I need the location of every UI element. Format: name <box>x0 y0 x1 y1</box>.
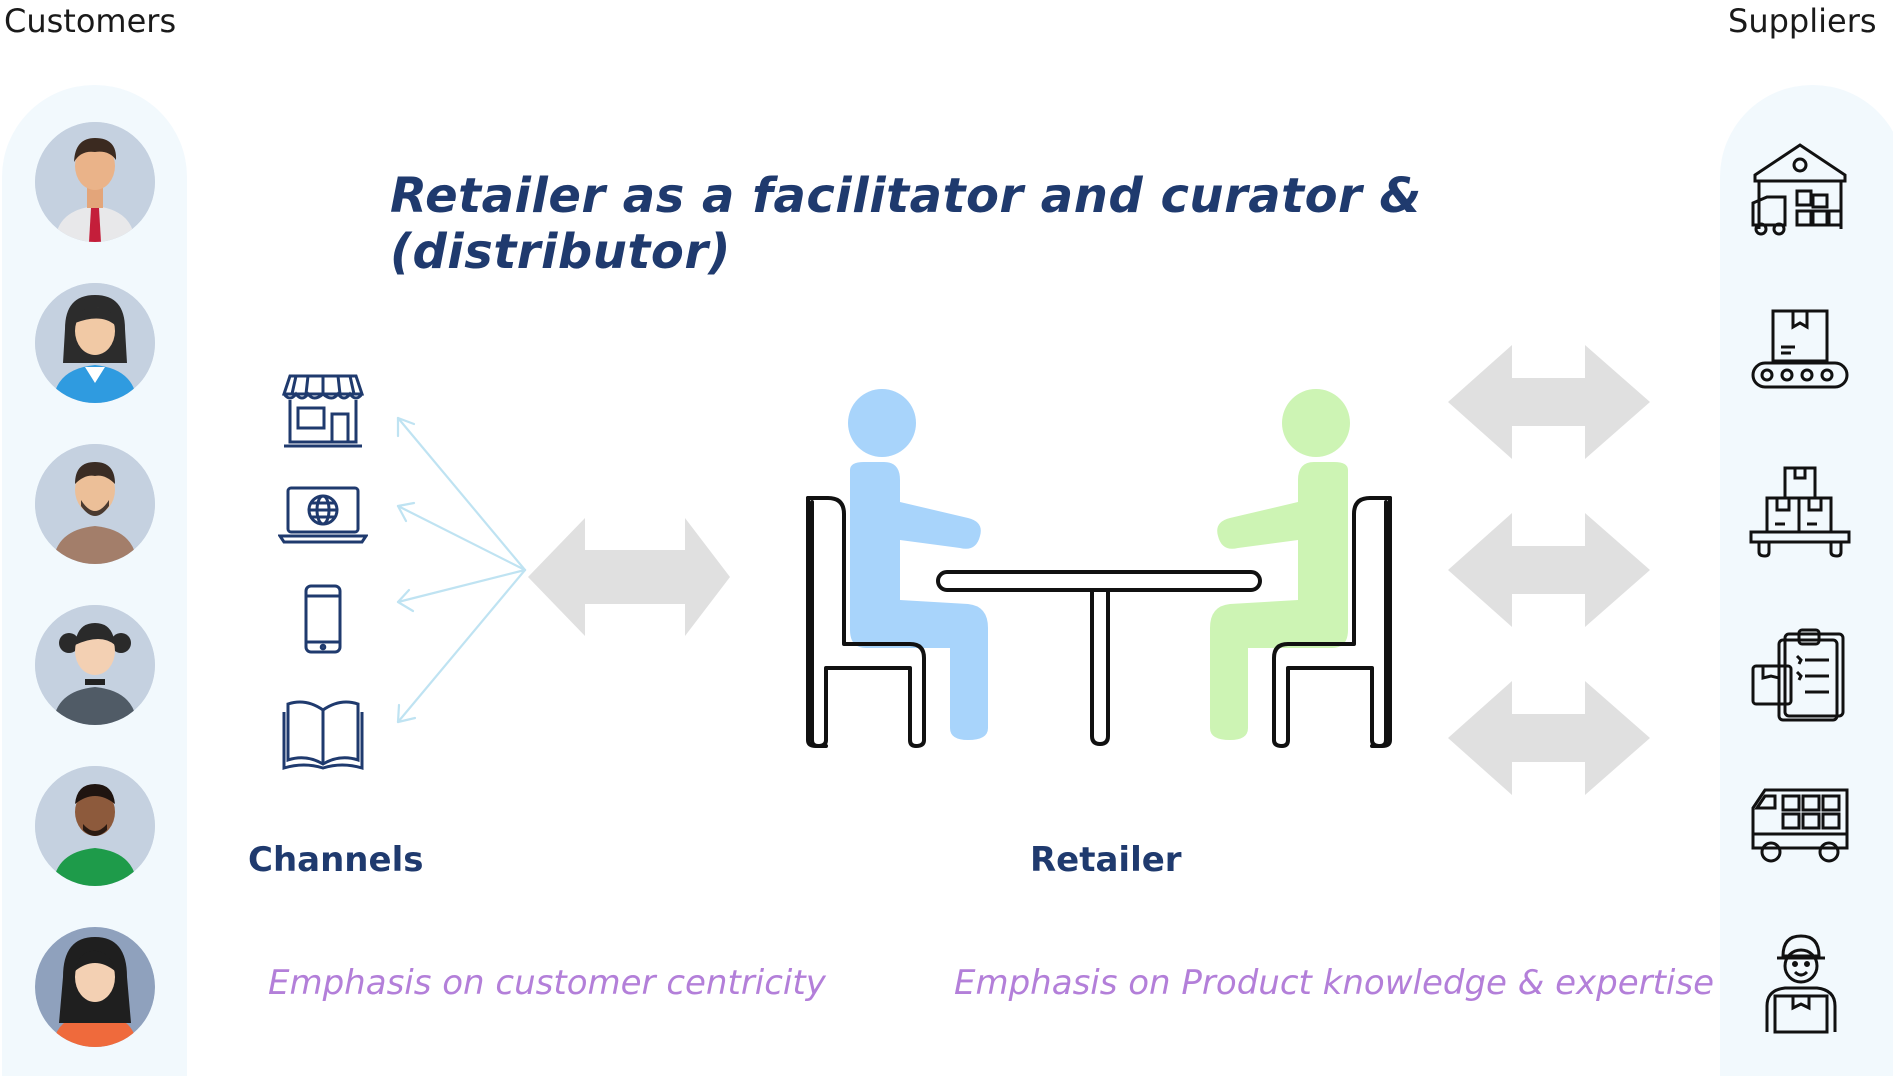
woman-avatar-icon <box>35 927 155 1047</box>
customers-panel <box>2 85 187 1076</box>
retailer-supplier-arrow-middle <box>1448 513 1650 627</box>
businessman-avatar-icon <box>35 122 155 242</box>
retailer-label: Retailer <box>1030 840 1182 880</box>
right-chair-icon <box>1272 496 1392 748</box>
warehouse-truck-icon <box>1745 135 1855 245</box>
bearded-man-avatar-icon <box>35 444 155 564</box>
channels-label: Channels <box>248 840 424 880</box>
retailer-supplier-arrow-top <box>1448 345 1650 459</box>
girl-avatar-icon <box>35 605 155 725</box>
open-book-icon <box>278 690 368 780</box>
clipboard-box-icon <box>1745 620 1855 730</box>
diagram-title: Retailer as a facilitator and curator & … <box>390 168 1422 280</box>
suppliers-header: Suppliers <box>1728 2 1877 40</box>
suppliers-panel <box>1720 85 1893 1076</box>
dark-skin-man-avatar-icon <box>35 766 155 886</box>
delivery-worker-icon <box>1745 928 1855 1038</box>
customers-header: Customers <box>4 2 177 40</box>
supplier-person-icon <box>1210 389 1350 740</box>
table-icon <box>936 570 1262 746</box>
left-chair-icon <box>806 496 926 748</box>
retailer-supplier-arrow-bottom <box>1448 681 1650 795</box>
businesswoman-avatar-icon <box>35 283 155 403</box>
smartphone-icon <box>278 574 368 664</box>
retailer-person-icon <box>848 389 988 740</box>
storefront-icon <box>278 366 368 456</box>
channel-connectors <box>396 416 527 724</box>
laptop-globe-icon <box>278 470 368 560</box>
pallet-boxes-icon <box>1745 458 1855 568</box>
delivery-truck-icon <box>1745 768 1855 878</box>
channels-retailer-arrow <box>528 518 730 636</box>
customer-centricity-emphasis: Emphasis on customer centricity <box>268 963 826 1003</box>
product-knowledge-emphasis: Emphasis on Product knowledge & expertis… <box>954 963 1715 1003</box>
conveyor-box-icon <box>1745 297 1855 407</box>
